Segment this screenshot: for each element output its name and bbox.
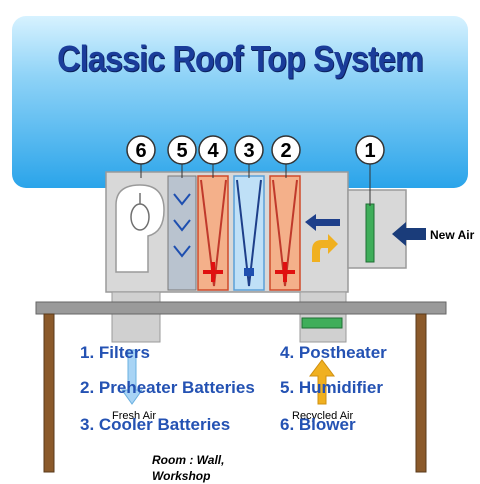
recycled-filter-icon (301, 317, 343, 329)
recycled-air-label: Recycled Air (292, 410, 354, 422)
legend-item-cooler: 3. Cooler Batteries (80, 415, 231, 434)
number-2: 2 (280, 140, 291, 162)
number-1: 1 (364, 140, 375, 162)
fresh-air-arrow-icon (121, 349, 143, 405)
legend-item-postheater: 4. Postheater (280, 343, 387, 362)
flow-left-arrow-icon (305, 214, 340, 231)
new-air-label: New Air (430, 228, 475, 242)
room-label-line1: Room : Wall, (152, 453, 225, 467)
support-leg-left (43, 313, 55, 473)
roof-slab (35, 301, 447, 315)
support-leg-right (415, 313, 427, 473)
new-air-arrow-icon (392, 222, 426, 246)
number-6: 6 (135, 140, 146, 162)
legend-item-preheater: 2. Preheater Batteries (80, 378, 255, 397)
flow-curve-arrow-icon (312, 234, 338, 262)
legend-item-blower: 6. Blower (280, 415, 356, 434)
number-5: 5 (176, 140, 187, 162)
number-3: 3 (243, 140, 254, 162)
room-label: Room : Wall, Workshop (152, 452, 224, 484)
preheater-icon (269, 175, 301, 291)
page-title: Classic Roof Top System (57, 38, 424, 79)
fresh-air-label: Fresh Air (112, 410, 157, 422)
recycled-air-arrow-icon (309, 359, 335, 405)
blower-icon (115, 184, 165, 273)
legend-item-filters: 1. Filters (80, 343, 150, 362)
legend-item-humidifier: 5. Humidifier (280, 378, 383, 397)
room-label-line2: Workshop (152, 469, 211, 483)
recycled-air-duct (299, 291, 347, 343)
number-4: 4 (207, 140, 219, 162)
cooler-icon (233, 175, 265, 291)
fresh-air-duct (111, 291, 161, 343)
